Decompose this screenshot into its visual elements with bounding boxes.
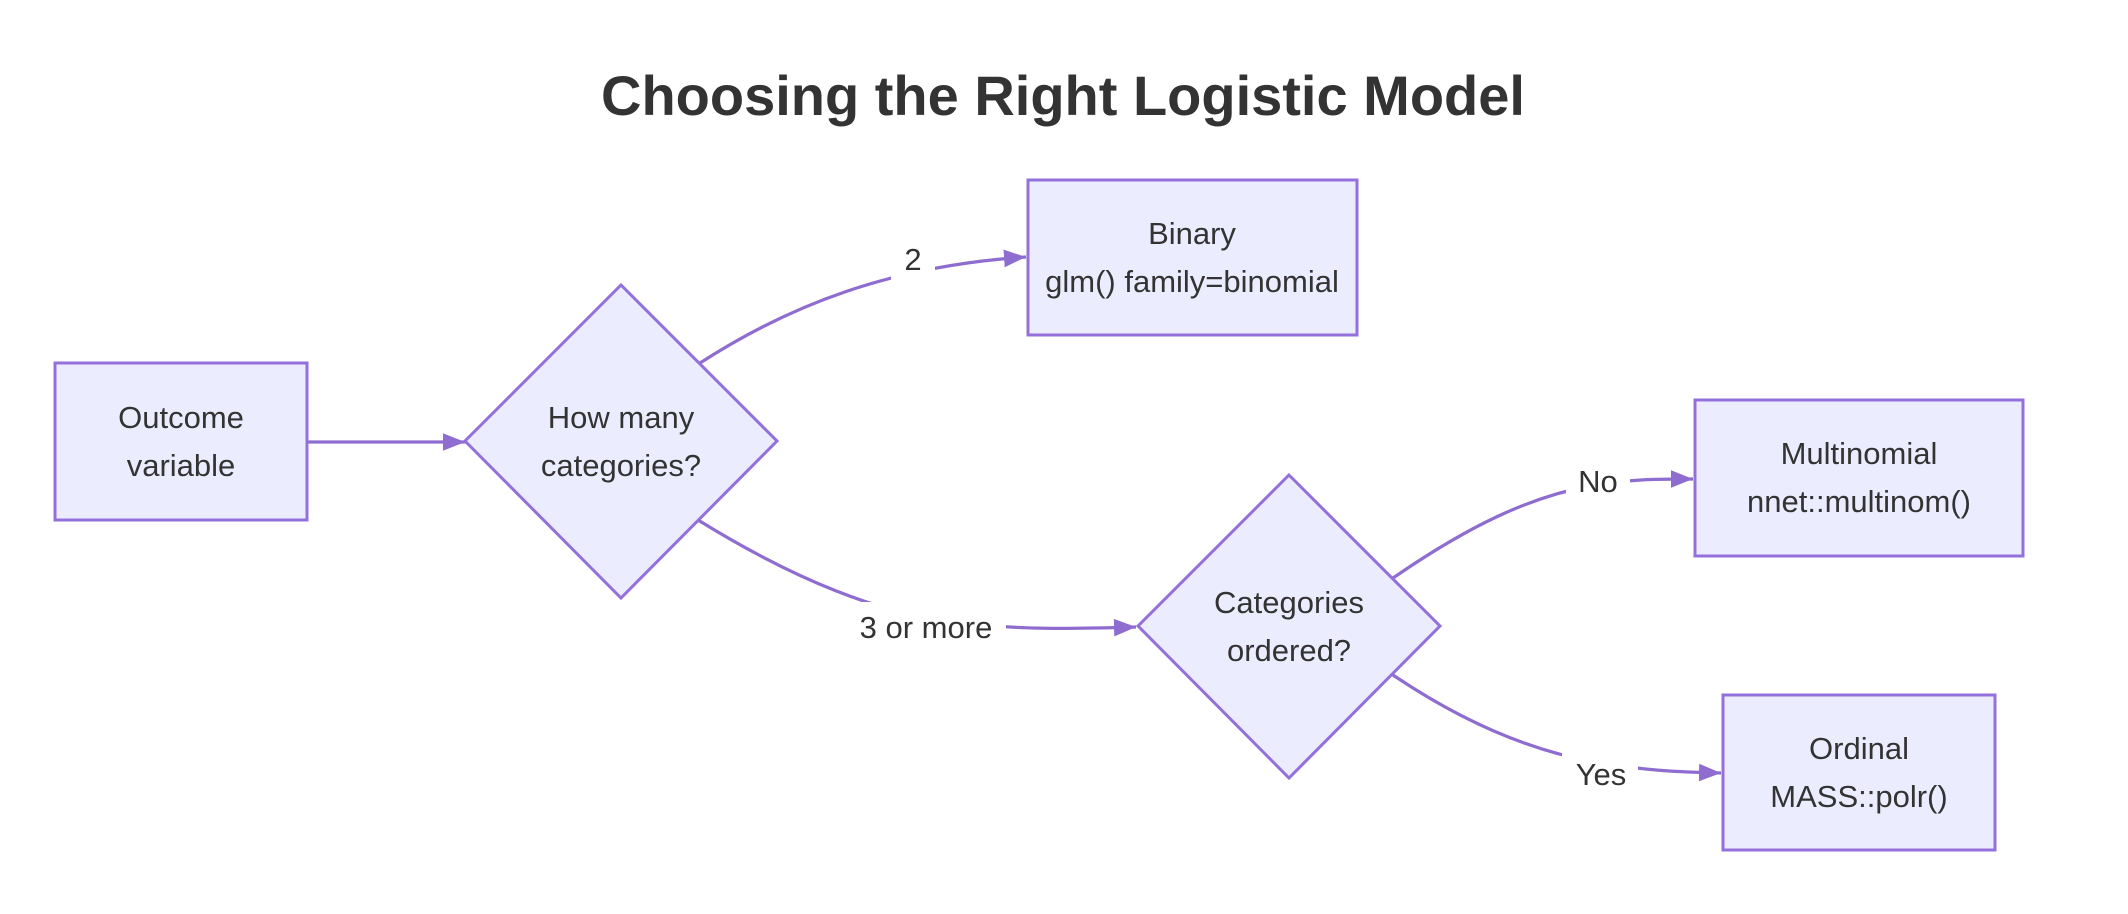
categories-ordered-label-line1: Categories — [1214, 585, 1364, 620]
edge-label-bg-3-or-more — [846, 602, 1006, 652]
multinomial-label-line2: nnet::multinom() — [1747, 484, 1971, 519]
outcome-variable-label-line2: variable — [127, 448, 236, 483]
edge-label-yes: Yes — [1576, 757, 1627, 792]
ordinal-label-line1: Ordinal — [1809, 731, 1909, 766]
edge-label-no: No — [1578, 464, 1618, 499]
edge-ordered-to-ordinal — [1392, 673, 1722, 782]
edge-ordered-to-multinomial — [1392, 470, 1694, 580]
categories-ordered-diamond — [1135, 472, 1443, 781]
edge-label-2: 2 — [904, 242, 921, 277]
node-binary: Binary glm() family=binomial — [1026, 178, 1359, 337]
edge-how-many-to-binary — [699, 249, 1027, 365]
binary-label-line1: Binary — [1148, 216, 1236, 251]
node-ordinal: Ordinal MASS::polr() — [1721, 693, 1997, 852]
decision-how-many-categories: How many categories? — [462, 282, 780, 601]
edge-label-bg-yes — [1562, 749, 1638, 799]
edges — [307, 249, 1722, 782]
categories-ordered-label-line2: ordered? — [1227, 633, 1351, 668]
ordinal-label-line2: MASS::polr() — [1770, 779, 1947, 814]
node-multinomial: Multinomial nnet::multinom() — [1693, 398, 2025, 558]
edge-labels: 2 3 or more No Yes — [846, 233, 1638, 799]
node-outcome-variable: Outcome variable — [53, 361, 309, 522]
decision-categories-ordered: Categories ordered? — [1135, 472, 1443, 781]
multinomial-label-line1: Multinomial — [1781, 436, 1938, 471]
edge-label-3-or-more: 3 or more — [860, 610, 993, 645]
outcome-variable-box — [53, 361, 309, 522]
multinomial-box — [1693, 398, 2025, 558]
edge-label-bg-no — [1566, 456, 1630, 506]
binary-label-line2: glm() family=binomial — [1045, 264, 1339, 299]
how-many-categories-label-line2: categories? — [541, 448, 701, 483]
ordinal-box — [1721, 693, 1997, 852]
how-many-categories-label-line1: How many — [548, 400, 695, 435]
edge-label-bg-2 — [891, 233, 935, 283]
outcome-variable-label-line1: Outcome — [118, 400, 244, 435]
how-many-categories-diamond — [462, 282, 780, 601]
binary-box — [1026, 178, 1359, 337]
diagram-title: Choosing the Right Logistic Model — [601, 64, 1525, 127]
